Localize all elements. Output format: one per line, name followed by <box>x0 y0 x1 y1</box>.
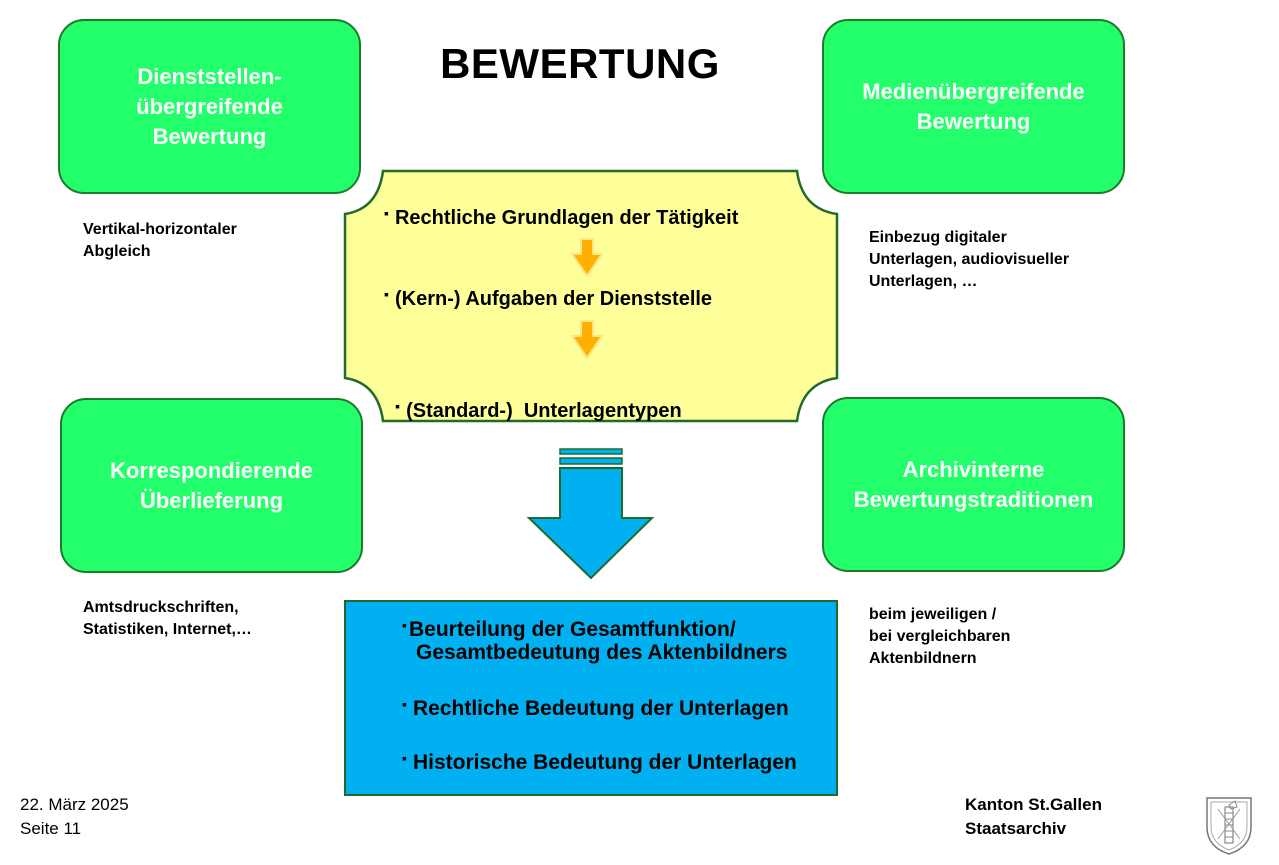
bullet-icon: ▪ <box>402 750 407 766</box>
center-item-2-label: (Kern-) Aufgaben der Dienststelle <box>394 288 713 310</box>
big-down-arrow-icon <box>526 448 655 580</box>
small-down-arrow-1 <box>570 238 604 278</box>
result-line-1a: Beurteilung der Gesamtfunktion/ <box>408 618 736 641</box>
bullet-icon: ▪ <box>384 286 389 302</box>
box-dienststellen-label: Dienststellen- übergreifende Bewertung <box>136 63 283 149</box>
note-bottom-right: beim jeweiligen / bei vergleichbaren Akt… <box>869 606 1011 667</box>
note-bottom-left: Amtsdruckschriften, Statistiken, Interne… <box>83 599 252 638</box>
bullet-icon: ▪ <box>384 205 389 221</box>
small-down-arrow-2 <box>570 320 604 360</box>
result-line-2-label: Rechtliche Bedeutung der Unterlagen <box>412 697 789 720</box>
result-line-1b: Gesamtbedeutung des Aktenbildners <box>416 641 788 664</box>
box-archivintern: Archivinterne Bewertungstraditionen <box>822 397 1125 572</box>
center-item-3-label: (Standard-) Unterlagentypen <box>406 400 682 422</box>
box-korrespondierend-label: Korrespondierende Überlieferung <box>110 457 313 513</box>
bullet-icon: ▪ <box>402 617 407 633</box>
box-archivintern-label: Archivinterne Bewertungstraditionen <box>853 456 1094 512</box>
result-line-3: ▪ Historische Bedeutung der Unterlagen <box>402 745 797 776</box>
center-item-2: ▪ (Kern-) Aufgaben der Dienststelle <box>384 286 712 311</box>
box-dienststellen-uebergreifend: Dienststellen- übergreifende Bewertung <box>58 19 361 194</box>
result-line-1: ▪Beurteilung der Gesamtfunktion/ <box>402 612 736 643</box>
bullet-icon: ▪ <box>395 398 401 414</box>
coat-of-arms-icon <box>1206 797 1252 855</box>
bullet-icon: ▪ <box>402 696 407 712</box>
box-medien-label: Medienübergreifende Bewertung <box>862 78 1085 134</box>
box-korrespondierend: Korrespondierende Überlieferung <box>60 398 363 573</box>
footer-org-1: Kanton St.Gallen <box>965 795 1102 814</box>
box-medienuebergreifend: Medienübergreifende Bewertung <box>822 19 1125 194</box>
result-line-2: ▪ Rechtliche Bedeutung der Unterlagen <box>402 691 789 722</box>
note-top-left: Vertikal-horizontaler Abgleich <box>83 221 237 260</box>
note-top-right: Einbezug digitaler Unterlagen, audiovisu… <box>869 229 1070 290</box>
footer-date: 22. März 2025 <box>20 795 129 814</box>
result-box <box>344 600 838 796</box>
page-title: BEWERTUNG <box>440 40 720 87</box>
center-item-1-label: Rechtliche Grundlagen der Tätigkeit <box>394 207 739 229</box>
center-plaque <box>343 169 839 423</box>
footer-page: Seite 11 <box>20 819 82 838</box>
center-item-1: ▪ Rechtliche Grundlagen der Tätigkeit <box>384 205 738 230</box>
result-line-3-label: Historische Bedeutung der Unterlagen <box>412 751 797 774</box>
footer-org-2: Staatsarchiv <box>965 819 1067 838</box>
center-item-3: ▪ (Standard-) Unterlagentypen <box>384 375 682 423</box>
